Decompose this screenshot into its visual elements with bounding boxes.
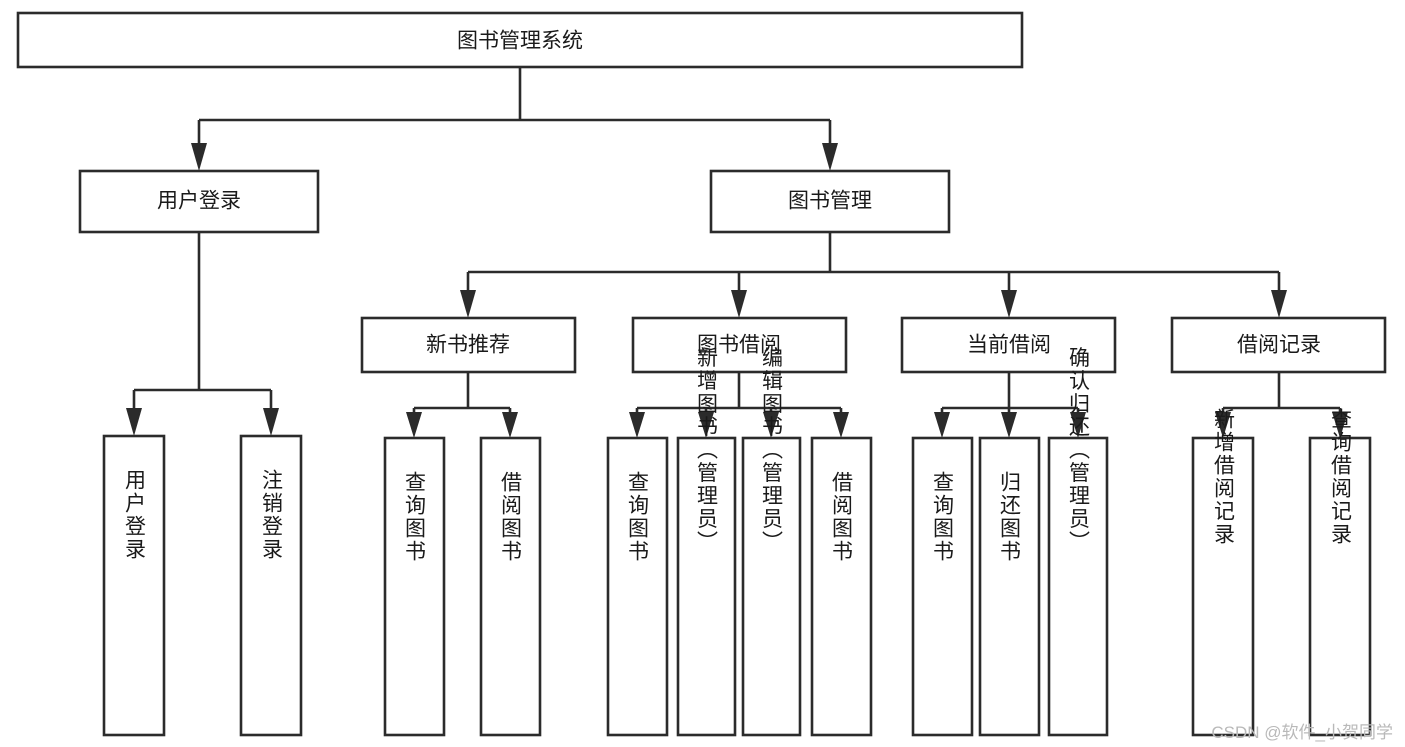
node-user-login-label: 用户登录 bbox=[157, 190, 241, 213]
arrow-head-leaf-user-login bbox=[126, 408, 142, 436]
node-borrow-record[interactable]: 借阅记录 bbox=[1170, 316, 1387, 374]
leaf-node-query-book-1[interactable]: 查询图书 bbox=[383, 436, 446, 737]
leaf-borrow-book-2-label: 借阅图书 bbox=[830, 471, 854, 563]
leaf-add-record-label: 新增借阅记录 bbox=[1212, 408, 1236, 546]
leaf-user-logout-box[interactable] bbox=[239, 434, 303, 737]
arrow-head-new-book-recommend bbox=[460, 290, 476, 318]
connector-group-new-book-recommend bbox=[406, 372, 518, 438]
leaf-add-record-box[interactable] bbox=[1191, 436, 1255, 737]
node-root[interactable]: 图书管理系统 bbox=[16, 11, 1024, 69]
leaf-borrow-book-1-box[interactable] bbox=[479, 436, 542, 737]
leaf-query-book-3-box[interactable] bbox=[911, 436, 974, 737]
arrow-head-leaf-confirm-return bbox=[1070, 412, 1086, 438]
connector-group-root bbox=[191, 67, 838, 171]
leaf-node-query-book-3[interactable]: 查询图书 bbox=[911, 436, 974, 737]
leaf-edit-book-box[interactable] bbox=[741, 436, 802, 737]
node-book-management-box[interactable] bbox=[709, 169, 951, 234]
leaf-query-book-2-label: 查询图书 bbox=[626, 471, 650, 563]
leaf-node-return-book[interactable]: 归还图书 bbox=[978, 436, 1041, 737]
node-book-borrow[interactable]: 图书借阅 bbox=[631, 316, 848, 374]
leaf-confirm-return-label: 确认归还（管理员） bbox=[1067, 347, 1091, 554]
arrow-head-leaf-query-book-2 bbox=[629, 412, 645, 438]
leaf-node-add-record[interactable]: 新增借阅记录 bbox=[1191, 408, 1255, 737]
node-root-box[interactable] bbox=[16, 11, 1024, 69]
node-user-login[interactable]: 用户登录 bbox=[78, 169, 320, 234]
connector-group-current-borrow bbox=[934, 372, 1086, 438]
leaf-node-add-book[interactable]: 新增图书（管理员） bbox=[676, 347, 737, 737]
node-borrow-record-box[interactable] bbox=[1170, 316, 1387, 374]
node-new-book-recommend[interactable]: 新书推荐 bbox=[360, 316, 577, 374]
connector-group-book-borrow bbox=[629, 372, 849, 438]
arrow-head-leaf-borrow-book-2 bbox=[833, 412, 849, 438]
node-root-label: 图书管理系统 bbox=[457, 30, 583, 53]
leaf-add-book-label: 新增图书（管理员） bbox=[695, 347, 719, 554]
arrow-head-leaf-add-book bbox=[698, 412, 714, 438]
leaf-confirm-return-box[interactable] bbox=[1047, 436, 1109, 737]
leaf-node-confirm-return[interactable]: 确认归还（管理员） bbox=[1047, 347, 1109, 737]
node-current-borrow-label: 当前借阅 bbox=[967, 334, 1051, 357]
leaf-node-user-logout[interactable]: 注销登录 bbox=[239, 434, 303, 737]
leaf-query-record-box[interactable] bbox=[1308, 436, 1372, 737]
connector-group-user-login bbox=[126, 232, 279, 436]
leaf-user-logout-label: 注销登录 bbox=[260, 469, 284, 561]
leaf-node-borrow-book-2[interactable]: 借阅图书 bbox=[810, 436, 873, 737]
arrow-head-leaf-return-book bbox=[1001, 412, 1017, 438]
leaf-query-book-3-label: 查询图书 bbox=[931, 471, 955, 563]
leaf-query-record-label: 查询借阅记录 bbox=[1329, 408, 1353, 546]
node-book-borrow-label: 图书借阅 bbox=[697, 334, 781, 357]
node-borrow-record-label: 借阅记录 bbox=[1237, 334, 1321, 357]
node-current-borrow[interactable]: 当前借阅 bbox=[900, 316, 1117, 374]
arrow-head-leaf-edit-book bbox=[763, 412, 779, 438]
leaf-query-book-2-box[interactable] bbox=[606, 436, 669, 737]
leaf-user-login-box[interactable] bbox=[102, 434, 166, 737]
node-book-management[interactable]: 图书管理 bbox=[709, 169, 951, 234]
arrow-head-leaf-query-book-3 bbox=[934, 412, 950, 438]
leaf-add-book-box[interactable] bbox=[676, 436, 737, 737]
connector-group-book-management bbox=[460, 232, 1287, 318]
leaf-user-login-label: 用户登录 bbox=[123, 469, 147, 561]
node-book-management-label: 图书管理 bbox=[788, 190, 872, 213]
leaf-return-book-label: 归还图书 bbox=[998, 471, 1022, 563]
arrow-head-current-borrow bbox=[1001, 290, 1017, 318]
arrow-head-book-borrow bbox=[731, 290, 747, 318]
node-book-borrow-box[interactable] bbox=[631, 316, 848, 374]
csdn-watermark: CSDN @软件_小贺同学 bbox=[1211, 723, 1393, 742]
leaf-query-book-1-label: 查询图书 bbox=[403, 471, 427, 563]
leaf-query-book-1-box[interactable] bbox=[383, 436, 446, 737]
arrow-head-leaf-borrow-book-1 bbox=[502, 412, 518, 438]
leaf-node-user-login[interactable]: 用户登录 bbox=[102, 434, 166, 737]
leaf-borrow-book-1-label: 借阅图书 bbox=[499, 471, 523, 563]
connector-group-borrow-record bbox=[1215, 372, 1348, 438]
arrow-head-leaf-query-book-1 bbox=[406, 412, 422, 438]
leaf-edit-book-label: 编辑图书（管理员） bbox=[760, 347, 784, 554]
leaf-borrow-book-2-box[interactable] bbox=[810, 436, 873, 737]
arrow-head-user-login bbox=[191, 143, 207, 171]
node-new-book-recommend-label: 新书推荐 bbox=[426, 334, 510, 357]
leaf-return-book-box[interactable] bbox=[978, 436, 1041, 737]
node-new-book-recommend-box[interactable] bbox=[360, 316, 577, 374]
arrow-head-leaf-add-record bbox=[1215, 412, 1231, 438]
arrow-head-leaf-query-record bbox=[1332, 412, 1348, 438]
leaf-node-edit-book[interactable]: 编辑图书（管理员） bbox=[741, 347, 802, 737]
leaf-node-query-record[interactable]: 查询借阅记录 bbox=[1308, 408, 1372, 737]
leaf-node-query-book-2[interactable]: 查询图书 bbox=[606, 436, 669, 737]
arrow-head-leaf-user-logout bbox=[263, 408, 279, 436]
arrow-head-book-management bbox=[822, 143, 838, 171]
leaf-node-borrow-book-1[interactable]: 借阅图书 bbox=[479, 436, 542, 737]
arrow-head-borrow-record bbox=[1271, 290, 1287, 318]
node-current-borrow-box[interactable] bbox=[900, 316, 1117, 374]
node-user-login-box[interactable] bbox=[78, 169, 320, 234]
